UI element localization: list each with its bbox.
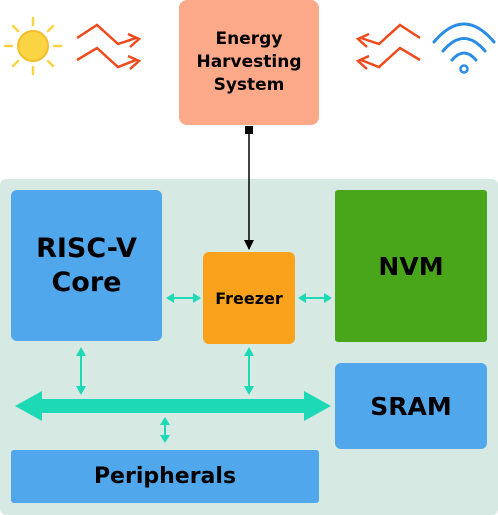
core-bus-link bbox=[76, 347, 86, 395]
bus-peripherals-link bbox=[160, 417, 170, 443]
power-connector bbox=[244, 126, 254, 250]
system-bus bbox=[15, 391, 331, 421]
energy-harvesting-system-block: Energy Harvesting System bbox=[179, 0, 319, 125]
lightning-bolt-icon bbox=[355, 23, 421, 70]
sram-block: SRAM bbox=[335, 363, 487, 449]
nvm-label: NVM bbox=[378, 251, 444, 281]
peripherals-block: Peripherals bbox=[11, 450, 319, 503]
peripherals-label: Peripherals bbox=[93, 464, 237, 489]
wifi-icon bbox=[432, 22, 496, 74]
core-freezer-link bbox=[166, 293, 201, 303]
freezer-nvm-link bbox=[298, 293, 332, 303]
freezer-label: Freezer bbox=[215, 288, 283, 308]
sun-icon bbox=[3, 16, 63, 76]
freezer-block: Freezer bbox=[203, 252, 295, 344]
freezer-bus-link bbox=[244, 347, 254, 395]
lightning-bolt-icon bbox=[76, 23, 142, 70]
energy-harvesting-label: Energy Harvesting System bbox=[196, 29, 302, 95]
sram-label: SRAM bbox=[370, 391, 452, 421]
nvm-block: NVM bbox=[335, 190, 487, 342]
riscv-core-label: RISC-V Core bbox=[36, 232, 137, 298]
riscv-core-block: RISC-V Core bbox=[11, 190, 162, 341]
